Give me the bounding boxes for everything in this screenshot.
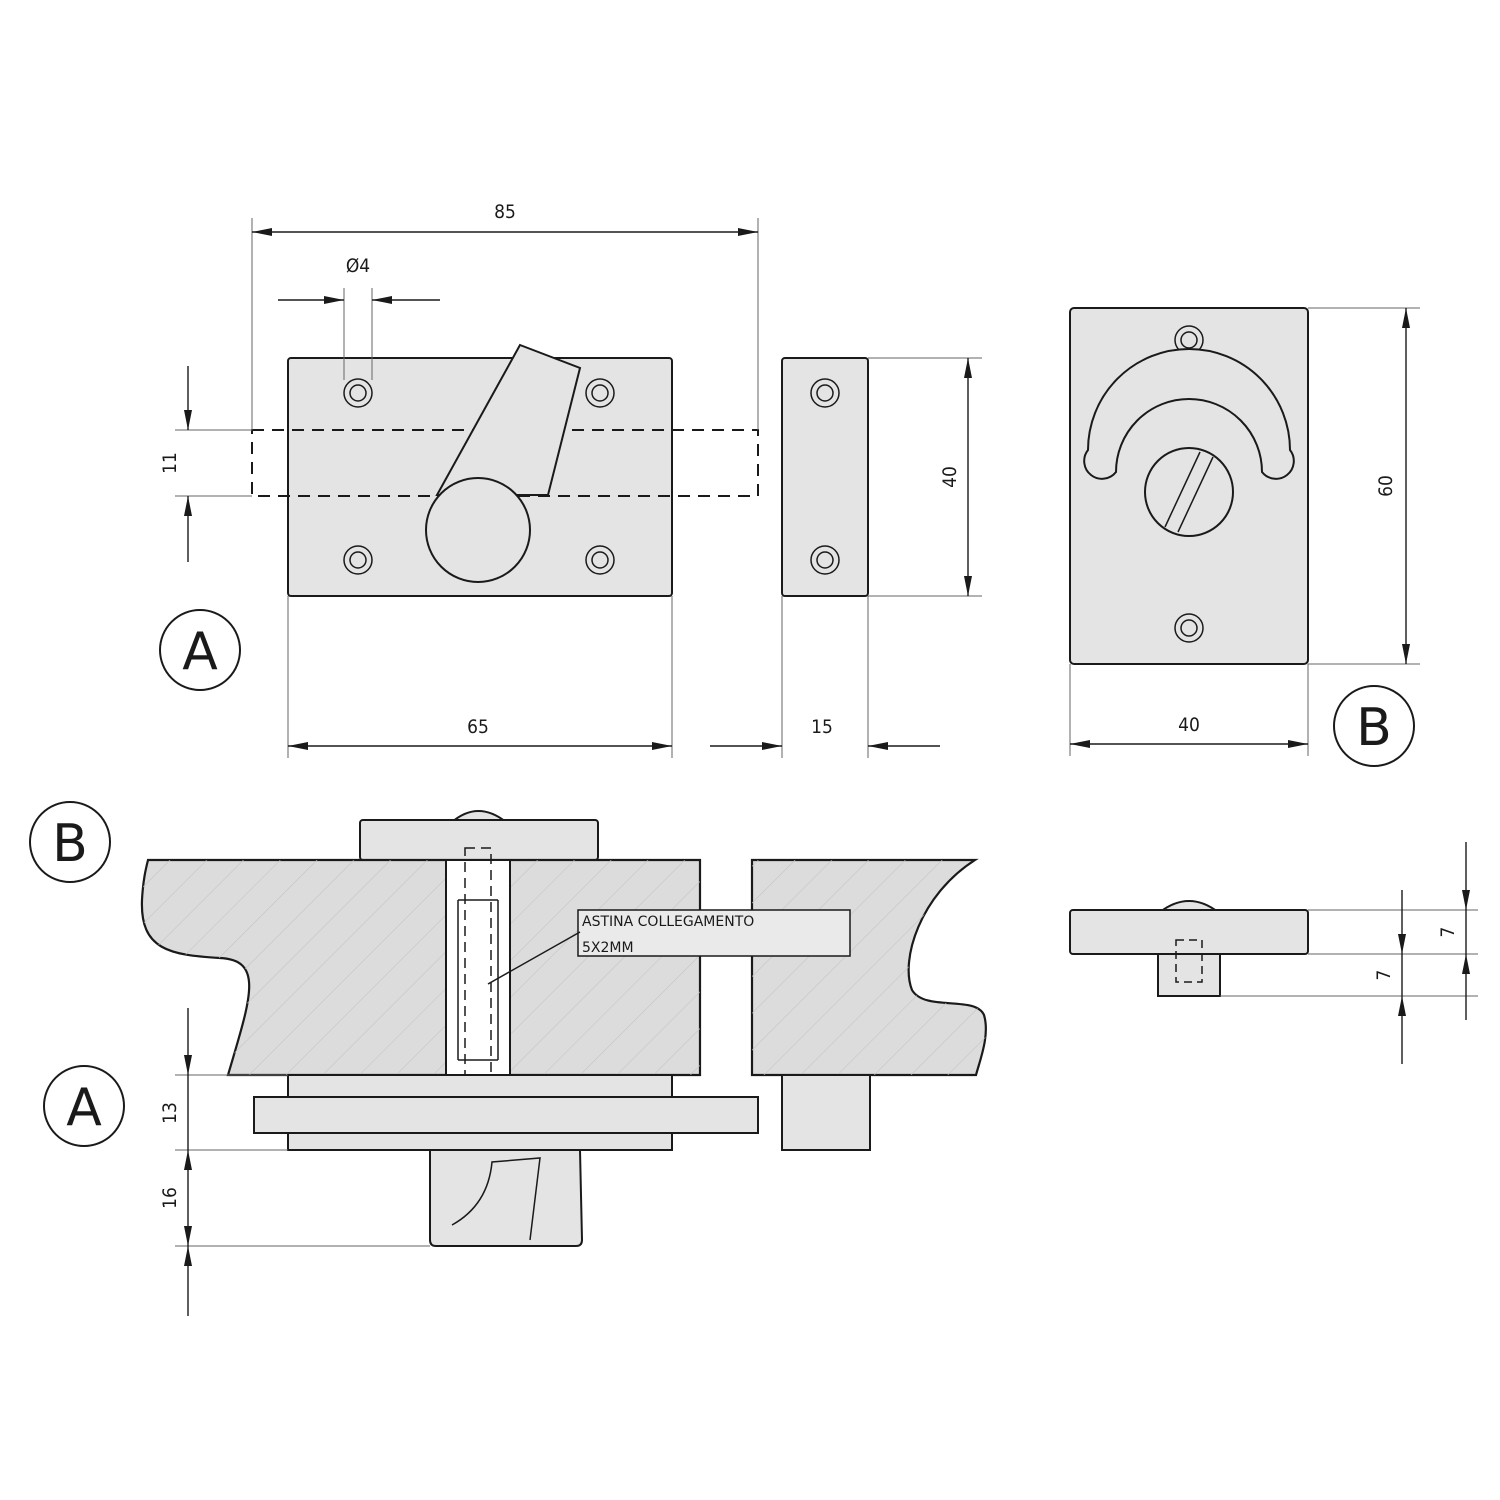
dimension-15: 15 [811, 716, 833, 738]
view-label-b-section: B [29, 801, 111, 883]
dimension-7-upper: 7 [1437, 927, 1459, 938]
dimension-40-height: 40 [939, 466, 961, 488]
bolt-body-front-view [251, 343, 759, 597]
dimension-11: 11 [159, 452, 181, 474]
indicator-plate-front-view [1069, 307, 1309, 665]
dimension-40-width: 40 [1178, 714, 1200, 736]
callout-line-2: 5X2MM [582, 940, 634, 956]
view-label-a-top: A [159, 609, 241, 691]
door-section [140, 847, 987, 1083]
svg-text:B: B [52, 814, 88, 874]
view-label-a-section: A [43, 1065, 125, 1147]
lever-knob [425, 477, 531, 583]
dimension-65: 65 [467, 716, 489, 738]
svg-text:B: B [1356, 698, 1392, 758]
dimension-7-lower: 7 [1373, 970, 1395, 981]
dimension-diameter-4: Ø4 [346, 255, 370, 277]
dimension-16: 16 [159, 1187, 181, 1209]
view-label-b-top: B [1333, 685, 1415, 767]
section-bolt-body [253, 1074, 871, 1247]
callout-connecting-rod: ASTINA COLLEGAMENTO 5X2MM [487, 909, 851, 985]
dimension-60: 60 [1375, 475, 1397, 497]
callout-line-1: ASTINA COLLEGAMENTO [582, 914, 754, 930]
dimension-13: 13 [159, 1102, 181, 1124]
keeper-front-view [781, 357, 869, 597]
section-indicator-plate [359, 810, 599, 861]
lever-handle [435, 343, 582, 496]
svg-text:A: A [66, 1078, 102, 1138]
svg-text:A: A [182, 622, 218, 682]
screw-hole-icon [343, 378, 615, 575]
indicator-plate-side-view [1069, 900, 1309, 997]
dimension-85: 85 [494, 201, 516, 223]
